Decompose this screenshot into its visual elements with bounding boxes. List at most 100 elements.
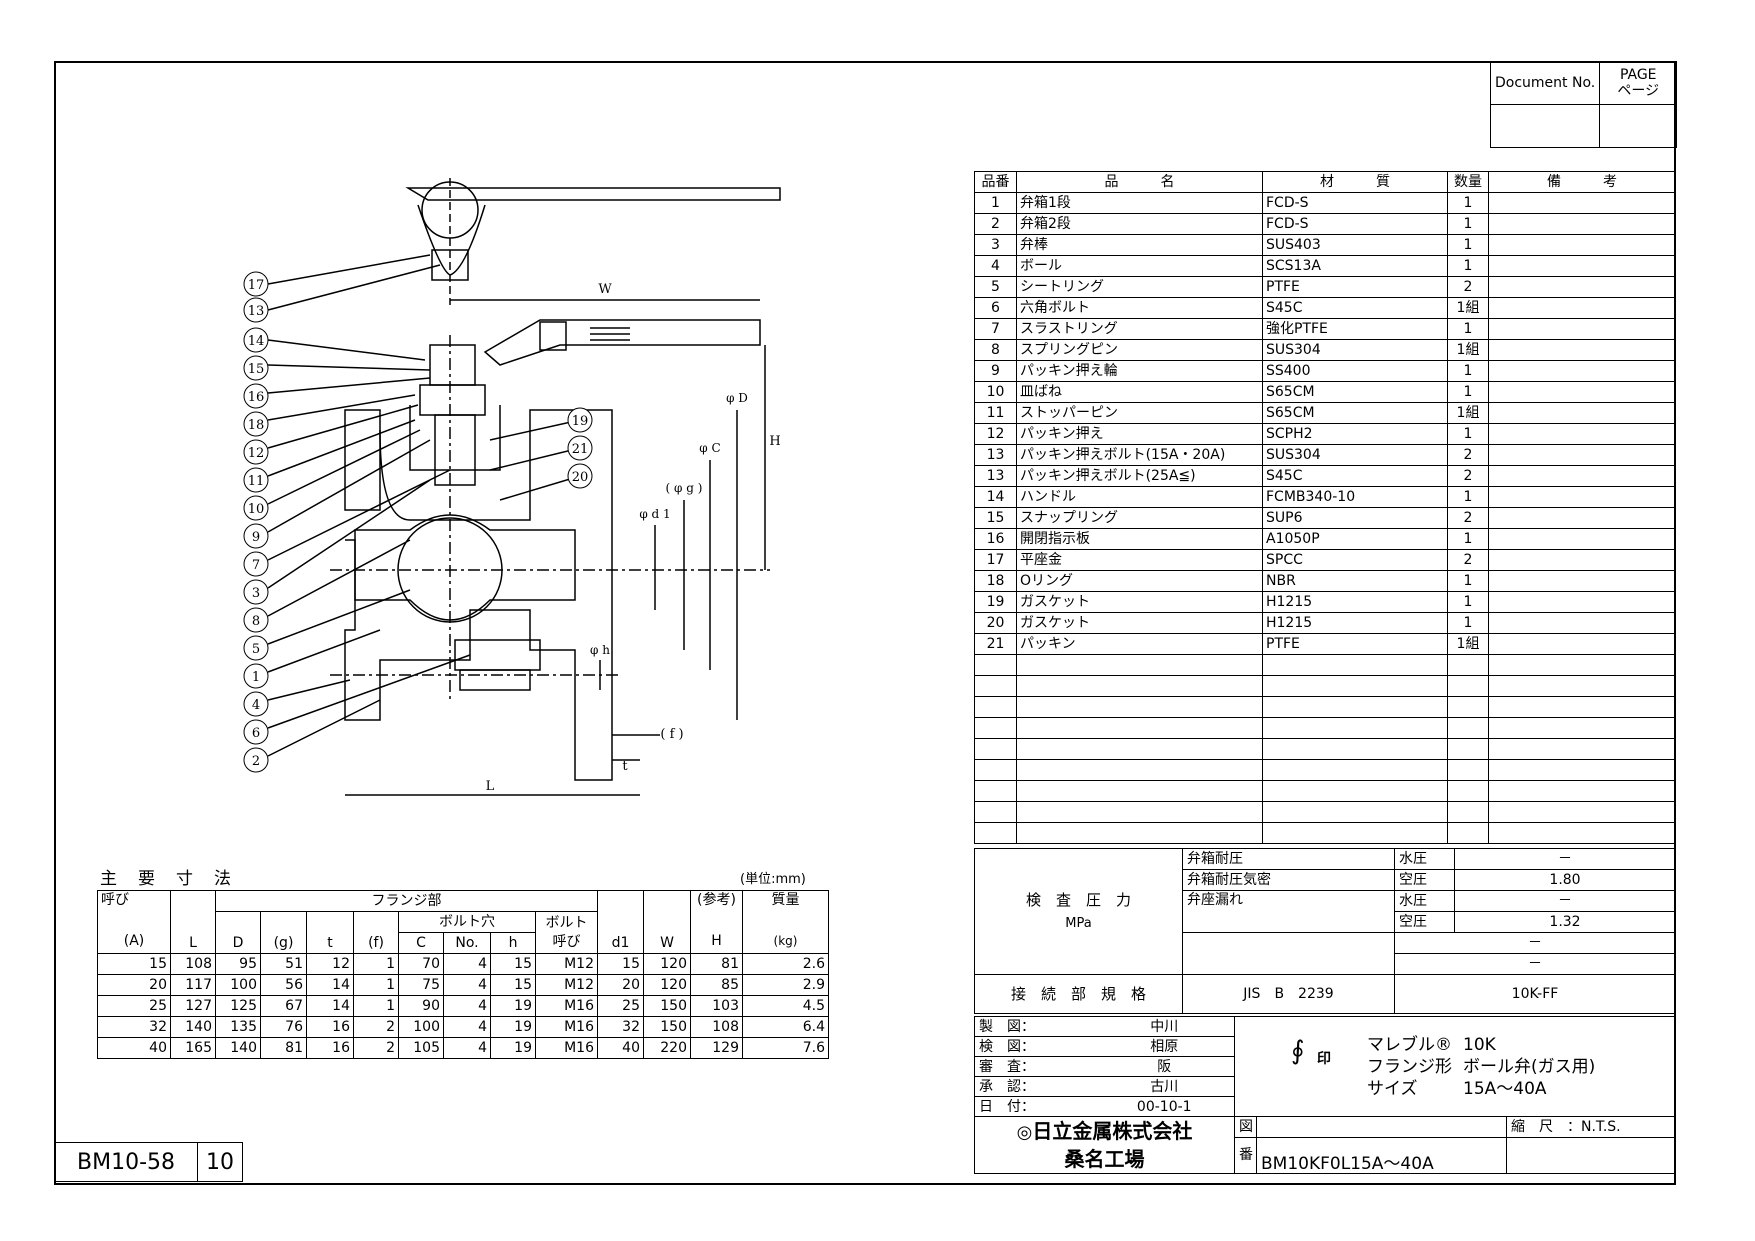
part-no: 19: [974, 591, 1017, 613]
dims-cell: 15: [490, 974, 536, 996]
inspection-medium: 水圧: [1394, 848, 1455, 870]
dims-cell: M12: [535, 974, 598, 996]
part-name: 弁棒: [1016, 234, 1263, 256]
dim-label-w: W: [598, 282, 612, 297]
part-name: ボール: [1016, 255, 1263, 277]
part-name: スナップリング: [1016, 507, 1263, 529]
part-material: S45C: [1262, 465, 1448, 487]
part-material: SUS304: [1262, 339, 1448, 361]
dim-label-l: L: [486, 779, 495, 794]
page-value: [1599, 104, 1678, 148]
callout-18: 18: [243, 411, 269, 437]
svg-text:7: 7: [252, 558, 260, 573]
document-no-value: [1489, 104, 1601, 148]
dims-cell: 120: [643, 953, 691, 975]
svg-text:15: 15: [248, 362, 265, 377]
part-no: 3: [974, 234, 1017, 256]
company-name: 日立金属株式会社: [1032, 1119, 1193, 1143]
part-no: 13: [974, 465, 1017, 487]
inspection-value: －: [1394, 953, 1676, 975]
dims-cell: 19: [490, 1037, 536, 1059]
dims-header-size: 呼び(A): [97, 890, 171, 954]
part-remarks: [1488, 360, 1676, 382]
part-remarks: [1488, 465, 1676, 487]
part-material: SPCC: [1262, 549, 1448, 571]
parts-header: 品番 品 名 材 質 数量 備 考: [974, 171, 1676, 193]
svg-text:2: 2: [252, 754, 260, 769]
part-name: ストッパーピン: [1016, 402, 1263, 424]
dims-cell: 32: [597, 1016, 644, 1038]
part-qty: 1: [1447, 570, 1489, 592]
dims-cell: 220: [643, 1037, 691, 1059]
approved-by: 古川: [1094, 1076, 1235, 1097]
dims-cell: 2: [353, 1037, 399, 1059]
approved-label: 承 認：: [974, 1076, 1095, 1097]
dims-cell: 140: [215, 1037, 261, 1059]
part-material: SUS304: [1262, 444, 1448, 466]
connection-standard-label: 接 続 部 規 格: [974, 974, 1183, 1014]
part-no: 12: [974, 423, 1017, 445]
dims-cell: 32: [97, 1016, 171, 1038]
factory-name: 桑名工場: [1064, 1147, 1145, 1171]
part-no: 10: [974, 381, 1017, 403]
inspection-item: 弁座漏れ: [1182, 890, 1395, 933]
part-name: シートリング: [1016, 276, 1263, 298]
dims-cell: 4: [443, 1037, 491, 1059]
scale-cell: 縮 尺 ：N.T.S.: [1506, 1116, 1676, 1138]
part-qty: 1: [1447, 612, 1489, 634]
dims-cell: 75: [398, 974, 444, 996]
svg-text:8: 8: [252, 614, 260, 629]
dims-cell: 150: [643, 1016, 691, 1038]
part-no: 1: [974, 192, 1017, 214]
parts-header-material: 材 質: [1262, 171, 1448, 193]
part-qty: 1組: [1447, 633, 1489, 655]
svg-text:13: 13: [248, 304, 265, 319]
dims-cell: 1: [353, 953, 399, 975]
part-material: SCPH2: [1262, 423, 1448, 445]
part-material: PTFE: [1262, 633, 1448, 655]
inspection-item: 弁箱耐圧: [1182, 848, 1395, 870]
dims-cell: 1: [353, 995, 399, 1017]
part-remarks: [1488, 549, 1676, 571]
dims-cell: 81: [690, 953, 743, 975]
dim-label-d: φ D: [726, 391, 748, 405]
dims-cell: 40: [97, 1037, 171, 1059]
drawing-blank: [1256, 1116, 1507, 1138]
part-no: 20: [974, 612, 1017, 634]
callout-3: 3: [243, 579, 269, 605]
dims-cell: 117: [170, 974, 216, 996]
parts-header-remarks: 備 考: [1488, 171, 1676, 193]
part-remarks: [1488, 255, 1676, 277]
part-name: スラストリング: [1016, 318, 1263, 340]
dims-cell: 4: [443, 974, 491, 996]
callout-15: 15: [243, 355, 269, 381]
dims-header-g: (g): [260, 911, 307, 954]
part-remarks: [1488, 402, 1676, 424]
dimensions-table: 呼び(A) L フランジ部 d1 W (参考)H 質量(kg) D (g) t …: [97, 890, 829, 1059]
parts-row-empty: [974, 696, 1676, 718]
parts-row-empty: [974, 654, 1676, 676]
parts-header-name: 品 名: [1016, 171, 1263, 193]
part-name: パッキン押えボルト(15A・20A): [1016, 444, 1263, 466]
parts-row-empty: [974, 801, 1676, 823]
svg-text:18: 18: [248, 418, 265, 433]
dim-label-g: ( φ g ): [666, 481, 703, 495]
part-qty: 1組: [1447, 339, 1489, 361]
dims-cell: 81: [260, 1037, 307, 1059]
part-name: 六角ボルト: [1016, 297, 1263, 319]
part-qty: 1: [1447, 234, 1489, 256]
part-remarks: [1488, 570, 1676, 592]
drafted-by: 中川: [1094, 1016, 1235, 1037]
